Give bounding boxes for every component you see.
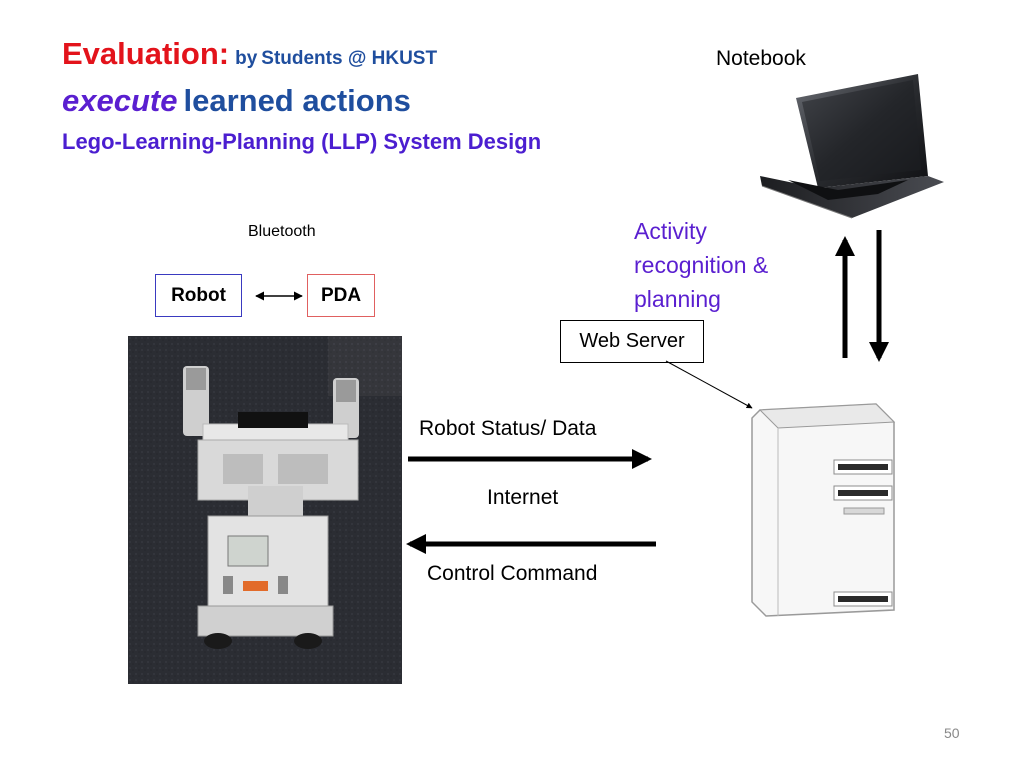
- activity-line-2: recognition &: [634, 252, 769, 278]
- heading-execute: execute: [62, 83, 178, 118]
- slide-subtitle: Lego-Learning-Planning (LLP) System Desi…: [62, 129, 542, 154]
- control-command-label: Control Command: [427, 562, 598, 585]
- bluetooth-label: Bluetooth: [248, 223, 316, 240]
- robot-photo: [128, 336, 402, 684]
- laptop-icon: [760, 74, 944, 219]
- web-server-pointer: [665, 360, 753, 409]
- title-evaluation: Evaluation:: [62, 36, 230, 71]
- page-number: 50: [944, 725, 960, 741]
- activity-recognition-label: Activity recognition & planning: [634, 214, 768, 316]
- pda-box: PDA: [307, 274, 375, 317]
- notebook-label: Notebook: [716, 47, 806, 70]
- robot-box: Robot: [155, 274, 242, 317]
- activity-line-1: Activity: [634, 218, 707, 244]
- web-server-box: Web Server: [560, 320, 704, 363]
- title-students: Students @ HKUST: [261, 48, 438, 69]
- robot-status-label: Robot Status/ Data: [419, 417, 597, 440]
- activity-line-3: planning: [634, 286, 721, 312]
- server-tower-icon: [751, 403, 896, 617]
- title-by: by: [235, 48, 258, 69]
- heading-learned-actions: learned actions: [183, 83, 411, 118]
- internet-label: Internet: [487, 486, 559, 509]
